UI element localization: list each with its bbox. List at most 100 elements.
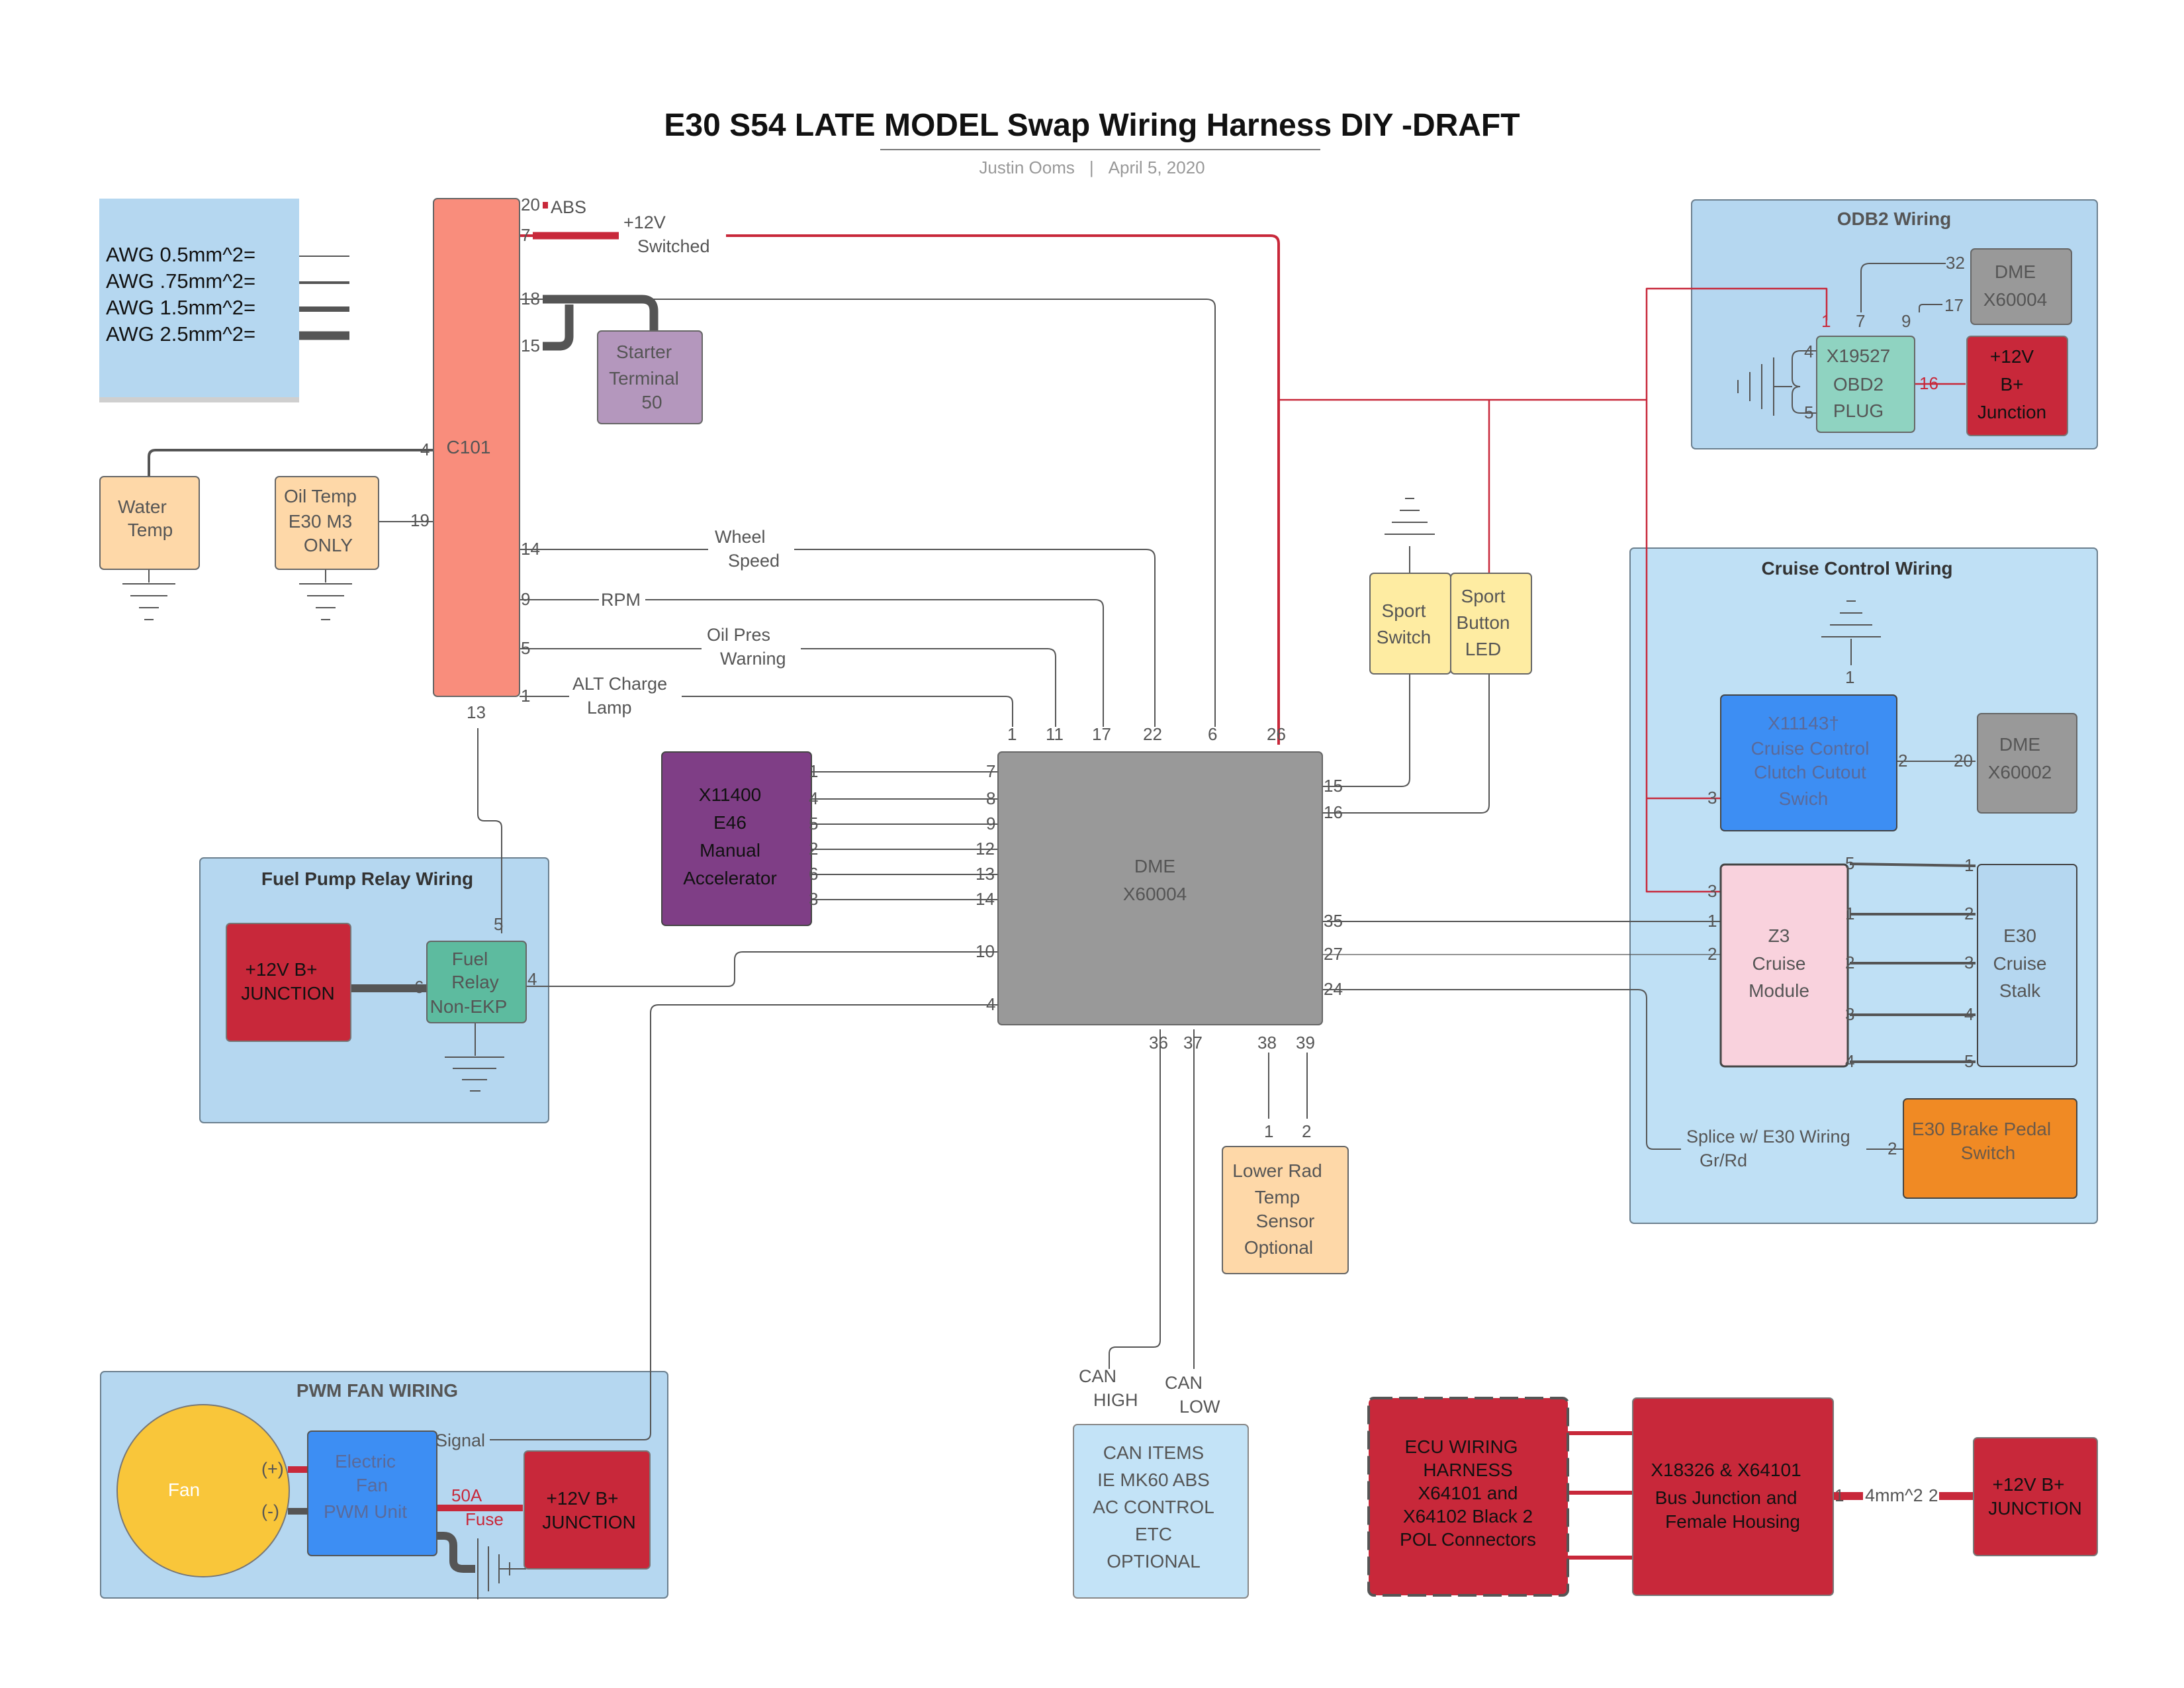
switched-label-1: +12V: [623, 212, 666, 232]
pin-dme-38: 38: [1257, 1033, 1277, 1053]
can-items[interactable]: CAN ITEMS IE MK60 ABS AC CONTROL ETC OPT…: [1073, 1424, 1249, 1599]
wire-oil-pres: [520, 648, 1056, 727]
dme-line-1: DME: [1134, 856, 1175, 876]
legend-awg-075: AWG .75mm^2=: [106, 269, 255, 293]
b-plus-junction-fan[interactable]: +12V B+ JUNCTION: [523, 1450, 651, 1570]
can-low-label-1: CAN: [1165, 1373, 1203, 1393]
can-line-2: IE MK60 ABS: [1097, 1470, 1210, 1490]
e30-cruise-stalk[interactable]: E30 Cruise Stalk: [1977, 864, 2077, 1067]
c101-connector[interactable]: C101: [433, 198, 520, 697]
clutch-cutout-switch[interactable]: X11143† Cruise Control Clutch Cutout Swi…: [1720, 694, 1897, 831]
wire-rpm: [520, 599, 1104, 727]
fuel-group-title: Fuel Pump Relay Wiring: [261, 868, 473, 889]
sport-switch-line-1: Sport: [1382, 600, 1426, 621]
stalk-line-3: Stalk: [1999, 980, 2041, 1001]
junction-odb-line-2: B+: [2000, 374, 2023, 395]
pin-acc-1: 1: [809, 761, 818, 781]
ecu-wiring-harness[interactable]: ECU WIRING HARNESS X64101 and X64102 Bla…: [1367, 1397, 1569, 1597]
ecu-line-5: POL Connectors: [1400, 1529, 1536, 1550]
junction-fuel-line-1: +12V B+: [246, 959, 318, 980]
sport-switch[interactable]: Sport Switch: [1369, 573, 1451, 675]
pin-clutch-3: 3: [1707, 788, 1717, 808]
dme-x60002-cruise[interactable]: DME X60002: [1977, 713, 2077, 814]
cruise-group-title: Cruise Control Wiring: [1761, 558, 1952, 579]
junction-fuel-line-2: JUNCTION: [241, 983, 335, 1004]
fuel-relay-line-2: Relay: [451, 972, 499, 992]
oil-temp-line-2: E30 M3: [289, 511, 353, 532]
can-high-label-2: HIGH: [1093, 1390, 1138, 1410]
obd2-line-2: OBD2: [1833, 374, 1884, 395]
pin-acc-5: 5: [809, 814, 818, 833]
pin-obd-1: 1: [1821, 311, 1831, 331]
lower-rad-temp-sensor[interactable]: Lower Rad Temp Sensor Optional: [1222, 1146, 1349, 1274]
can-line-1: CAN ITEMS: [1103, 1442, 1204, 1463]
z3-line-1: Z3: [1768, 925, 1790, 946]
pin-c101-7: 7: [521, 225, 530, 245]
page-title: E30 S54 LATE MODEL Swap Wiring Harness D…: [664, 108, 1520, 143]
starter-line-3: 50: [641, 392, 662, 412]
wire-c101-4: [148, 449, 433, 477]
b-plus-junction-bus[interactable]: +12V B+ JUNCTION: [1973, 1437, 2098, 1556]
junction-odb-line-1: +12V: [1990, 346, 2034, 367]
pin-cruise-ground-1: 1: [1845, 667, 1854, 687]
legend-note: [99, 199, 299, 397]
starter-line-1: Starter: [616, 342, 672, 362]
rad-line-3: Sensor: [1256, 1211, 1315, 1231]
bus-line-3: Female Housing: [1665, 1511, 1800, 1532]
fuel-relay[interactable]: Fuel Relay Non-EKP: [426, 941, 527, 1023]
oil-temp-sensor[interactable]: Oil Temp E30 M3 ONLY: [275, 476, 379, 570]
pin-bus-2: 2: [1929, 1485, 1938, 1505]
clutch-line-2: Cruise Control: [1751, 738, 1870, 759]
dme-cruise-line-2: X60002: [1988, 762, 2052, 782]
pin-dme-27: 27: [1324, 944, 1343, 964]
wire-red-obd: [1645, 287, 1828, 400]
dme-main[interactable]: DME X60004: [997, 751, 1323, 1025]
sport-button-led[interactable]: Sport Button LED: [1450, 573, 1532, 675]
pwm-line-1: Electric: [335, 1451, 396, 1472]
wire-12v-switched: [520, 234, 1280, 745]
pin-rad-2: 2: [1302, 1121, 1311, 1141]
z3-cruise-module[interactable]: Z3 Cruise Module: [1719, 863, 1849, 1068]
brake-line-2: Switch: [1961, 1143, 2015, 1163]
title-block: E30 S54 LATE MODEL Swap Wiring Harness D…: [664, 108, 1520, 177]
pin-rad-1: 1: [1264, 1121, 1273, 1141]
starter-terminal[interactable]: Starter Terminal 50: [597, 330, 703, 424]
pin-dme-l4: 4: [986, 994, 995, 1014]
abs-label: ABS: [551, 197, 586, 217]
ground-water-temp: [122, 569, 175, 620]
fan-label: Fan: [168, 1479, 200, 1500]
pin-dme-l7: 7: [986, 761, 995, 781]
ecu-line-2: HARNESS: [1423, 1460, 1512, 1480]
oil-temp-line-3: ONLY: [304, 535, 353, 555]
wire-obd-7: [1860, 263, 1870, 312]
pin-dme-35: 35: [1324, 911, 1343, 931]
pin-dme-l12: 12: [976, 839, 995, 859]
pin-dme-17: 17: [1092, 724, 1111, 744]
pin-acc-2: 2: [809, 839, 818, 859]
rpm-label: RPM: [601, 590, 641, 610]
pin-z3r-4: 4: [1845, 1051, 1854, 1071]
b-plus-junction-odb[interactable]: +12V B+ Junction: [1966, 336, 2068, 436]
electric-fan-pwm-unit[interactable]: Electric Fan PWM Unit: [307, 1430, 437, 1556]
obd2-plug[interactable]: X19527 OBD2 PLUG: [1816, 336, 1915, 433]
pin-c101-9: 9: [521, 589, 530, 609]
pin-fuel-5: 5: [494, 914, 503, 934]
pwm-line-2: Fan: [356, 1475, 388, 1495]
can-high-label-1: CAN: [1079, 1366, 1116, 1386]
wire-dme-10: [526, 951, 998, 987]
water-temp-sensor[interactable]: Water Temp: [99, 476, 200, 570]
fuse-label-2: Fuse: [465, 1509, 504, 1529]
e30-brake-pedal-switch[interactable]: E30 Brake Pedal Switch: [1903, 1098, 2077, 1199]
subtitle: Justin Ooms|April 5, 2020: [979, 158, 1205, 177]
accelerator-pedal[interactable]: X11400 E46 Manual Accelerator: [661, 751, 812, 926]
pin-dme-16: 16: [1324, 802, 1343, 822]
clutch-line-1: X11143†: [1768, 713, 1839, 733]
pin-dme-6: 6: [1208, 724, 1217, 744]
ground-fuel: [445, 1056, 504, 1092]
fan[interactable]: Fan: [116, 1404, 290, 1577]
pin-acc-6: 6: [809, 864, 818, 884]
b-plus-junction-fuel[interactable]: +12V B+ JUNCTION: [226, 923, 351, 1042]
bus-junction-housing[interactable]: X18326 & X64101 Bus Junction and Female …: [1632, 1397, 1834, 1596]
wire-labels: ABS +12V Switched Wheel Speed RPM Oil Pr…: [261, 197, 1923, 1529]
dme-x60004-odb[interactable]: DME X60004: [1970, 248, 2072, 325]
